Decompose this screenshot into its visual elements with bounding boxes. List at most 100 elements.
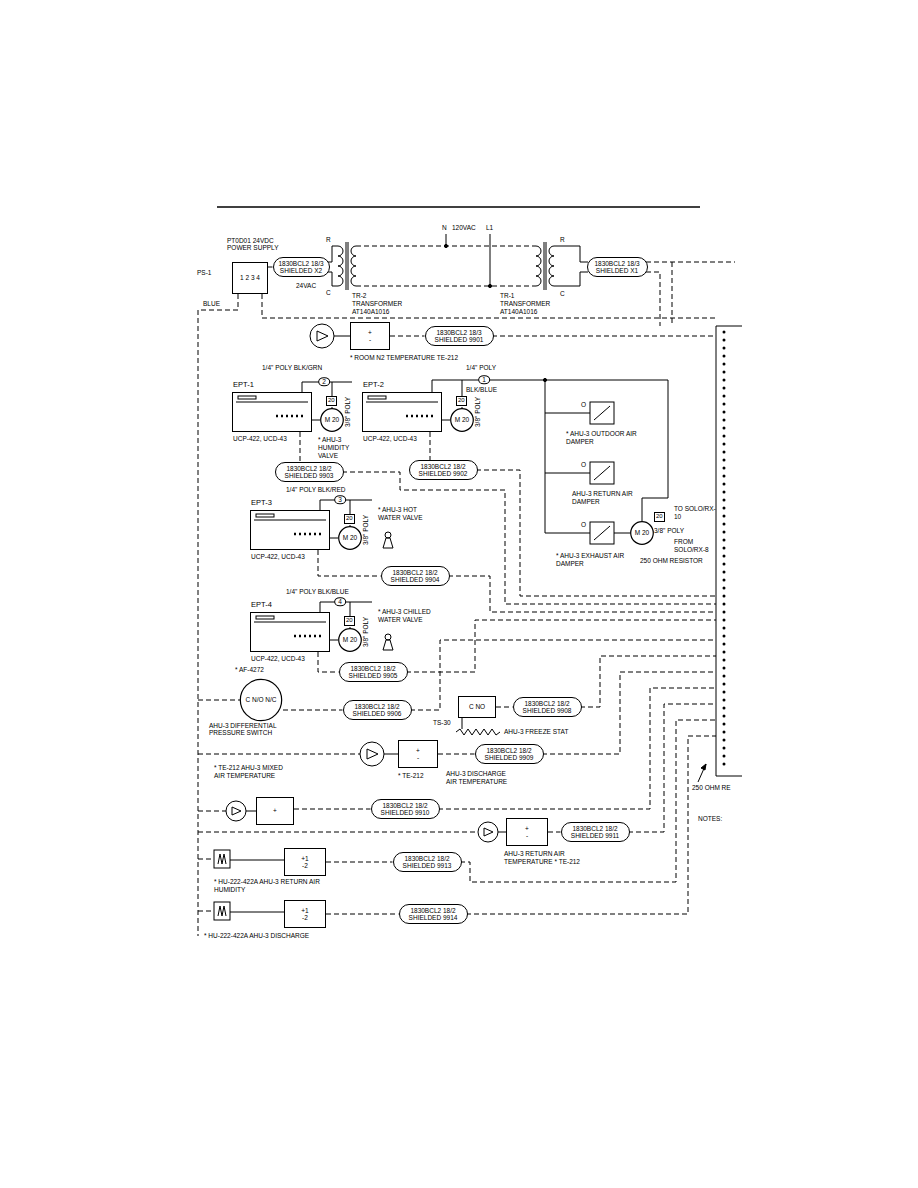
controller-detail [294,533,324,535]
sensor-element [218,854,226,864]
line-conductor [490,234,491,286]
terminal-wire [460,720,716,882]
damper-blade [594,466,610,480]
terminal-wire [580,656,716,707]
air-tube [350,500,351,514]
terminal-wire [438,688,716,809]
terminal-wire [628,704,716,832]
controller-box: EPT-2UCP-422, UCD-43 [362,392,442,432]
node-text: + [525,825,529,832]
terminal-strip [716,326,717,776]
node-text: + [368,329,372,336]
node-text: M 20 [343,534,357,541]
air-tube [350,602,351,616]
tube-label: 3/8" POLY [344,397,352,427]
node-text: + [416,747,420,754]
damper-blade [594,406,610,420]
sensor-element [232,807,241,815]
heading-text: EPT-2 [363,381,403,390]
circle-outline-shape [321,409,344,432]
node-text: - [417,754,419,761]
cable-wire [548,832,561,833]
node-text: 1830BCL2 18/2 SHIELDED 9903 [276,465,343,480]
tubing-line [330,538,338,539]
cable-tag: 1830BCL2 18/2 SHIELDED 9902 [409,460,478,480]
callout-number: 1 [478,375,490,384]
cable-wire [294,809,371,810]
transformer-core [346,242,347,290]
air-tube [545,473,590,474]
transformer-coil [536,246,541,286]
callout-number: 3 [334,495,346,504]
tubing-line [442,420,450,421]
junction-dot [444,244,447,247]
terminal-name: C [326,289,331,297]
cable-tag: 1830BCL2 18/2 SHIELDED 9911 [561,822,630,842]
range-box: 20 [326,396,337,406]
node-text: +1 [301,907,308,914]
circle-outline-shape [240,679,281,720]
node-text: M 20 [635,529,649,536]
part-label: * TE-212 [398,772,438,780]
heading-text: EPT-4 [251,601,291,610]
common-wire [198,754,360,755]
part-label: * ROOM N2 TEMPERATURE TE-212 [350,354,465,362]
air-tube [462,380,463,396]
voltage-label: 120VAC [452,224,476,232]
transmitter-box: +- [506,818,548,846]
leader-arrow [701,764,706,770]
terminal-name: C [560,290,565,298]
damper-symbol [590,462,614,484]
node-text: 1830BCL2 18/2 SHIELDED 9905 [340,665,407,680]
sensor-lead [498,832,506,833]
part-label: * AHU-3 HUMIDITY VALVE [318,436,362,459]
tube-label: BLK/BLUE [466,386,506,394]
power-wire [672,262,673,326]
node-text: 1830BCL2 18/2 SHIELDED 9910 [372,802,439,817]
valve-symbol [383,538,393,548]
node-text: 1830BCL2 18/2 SHIELDED 9908 [514,700,581,715]
part-label: AHU-3 RETURN AIR TEMPERATURE * TE-212 [504,850,588,866]
node-text: - [526,832,528,839]
controller-box: EPT-1UCP-422, UCD-43 [232,392,312,432]
terminal-name: L1 [486,224,493,232]
humidity-sensor [214,850,230,868]
cable-wire [318,550,381,576]
node-text: 1830BCL2 18/3 SHIELDED X2 [274,260,329,275]
node-text: 1830BCL2 18/2 SHIELDED 9904 [382,569,449,584]
actuator-circle: M 20 [320,408,344,432]
power-wire [198,294,238,310]
node-text: +1 [301,855,308,862]
air-tube [545,380,546,533]
terminal-name: R [326,236,331,244]
port-letter: O [581,521,586,529]
voltage-label: 24VAC [296,282,316,290]
part-label: * AHU-3 HOT WATER VALVE [378,506,428,522]
transmitter-box: +- [350,322,390,350]
transmitter-box: + [256,797,294,825]
heading-text: UCP-422, UCD-43 [363,435,433,442]
valve-symbol [385,634,391,640]
capillary-lead [462,718,463,729]
actuator-circle: M 20 [338,526,362,550]
junction-dot [488,284,491,287]
controller-detail [256,616,274,619]
sensor-element [218,906,226,916]
transmitter-box: +1-2 [284,848,326,876]
part-label: * TE-212 AHU-3 MIXED AIR TEMPERATURE [214,764,284,780]
damper-symbol [590,522,614,544]
sensor-element [317,331,328,341]
part-label: AHU-3 FREEZE STAT [504,728,574,736]
controller-detail [406,415,436,417]
heading-text: AHU-3 DIFFERENTIAL PRESSURE SWITCH [209,722,309,737]
tube-label: 1/4" POLY BLK/BLUE [286,588,366,596]
node-text: 1830BCL2 18/2 SHIELDED 9913 [394,855,461,870]
controller-detail [276,415,306,417]
node-text: 1830BCL2 18/2 SHIELDED 9911 [562,825,629,840]
terminal-points [723,332,726,772]
primary-lead [356,286,536,287]
temperature-sensor [478,822,498,842]
sensor-element [484,828,493,836]
